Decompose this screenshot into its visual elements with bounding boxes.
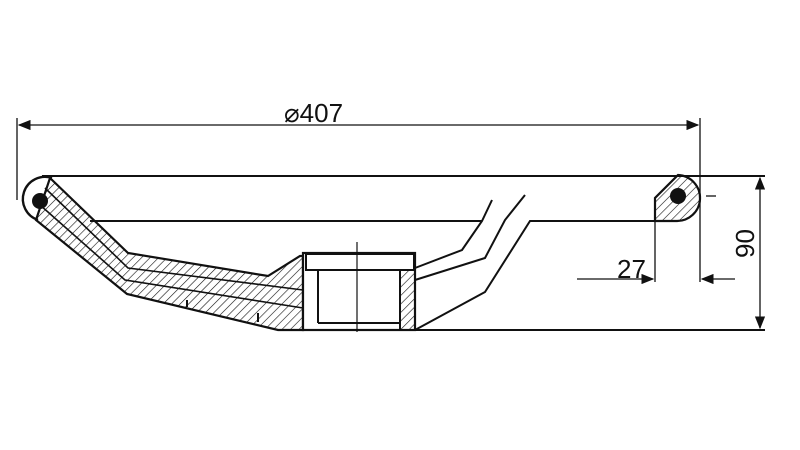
hub-section [301,242,417,332]
height-label: 90 [730,229,760,258]
rim-width-label: 27 [617,254,646,284]
diameter-dimension [16,118,701,282]
rim-dimension [577,222,735,285]
right-spoke [414,194,535,331]
right-rim-section [653,173,702,223]
height-dimension [706,176,766,330]
diameter-label: ⌀407 [284,98,343,128]
left-spoke-section [34,176,305,332]
